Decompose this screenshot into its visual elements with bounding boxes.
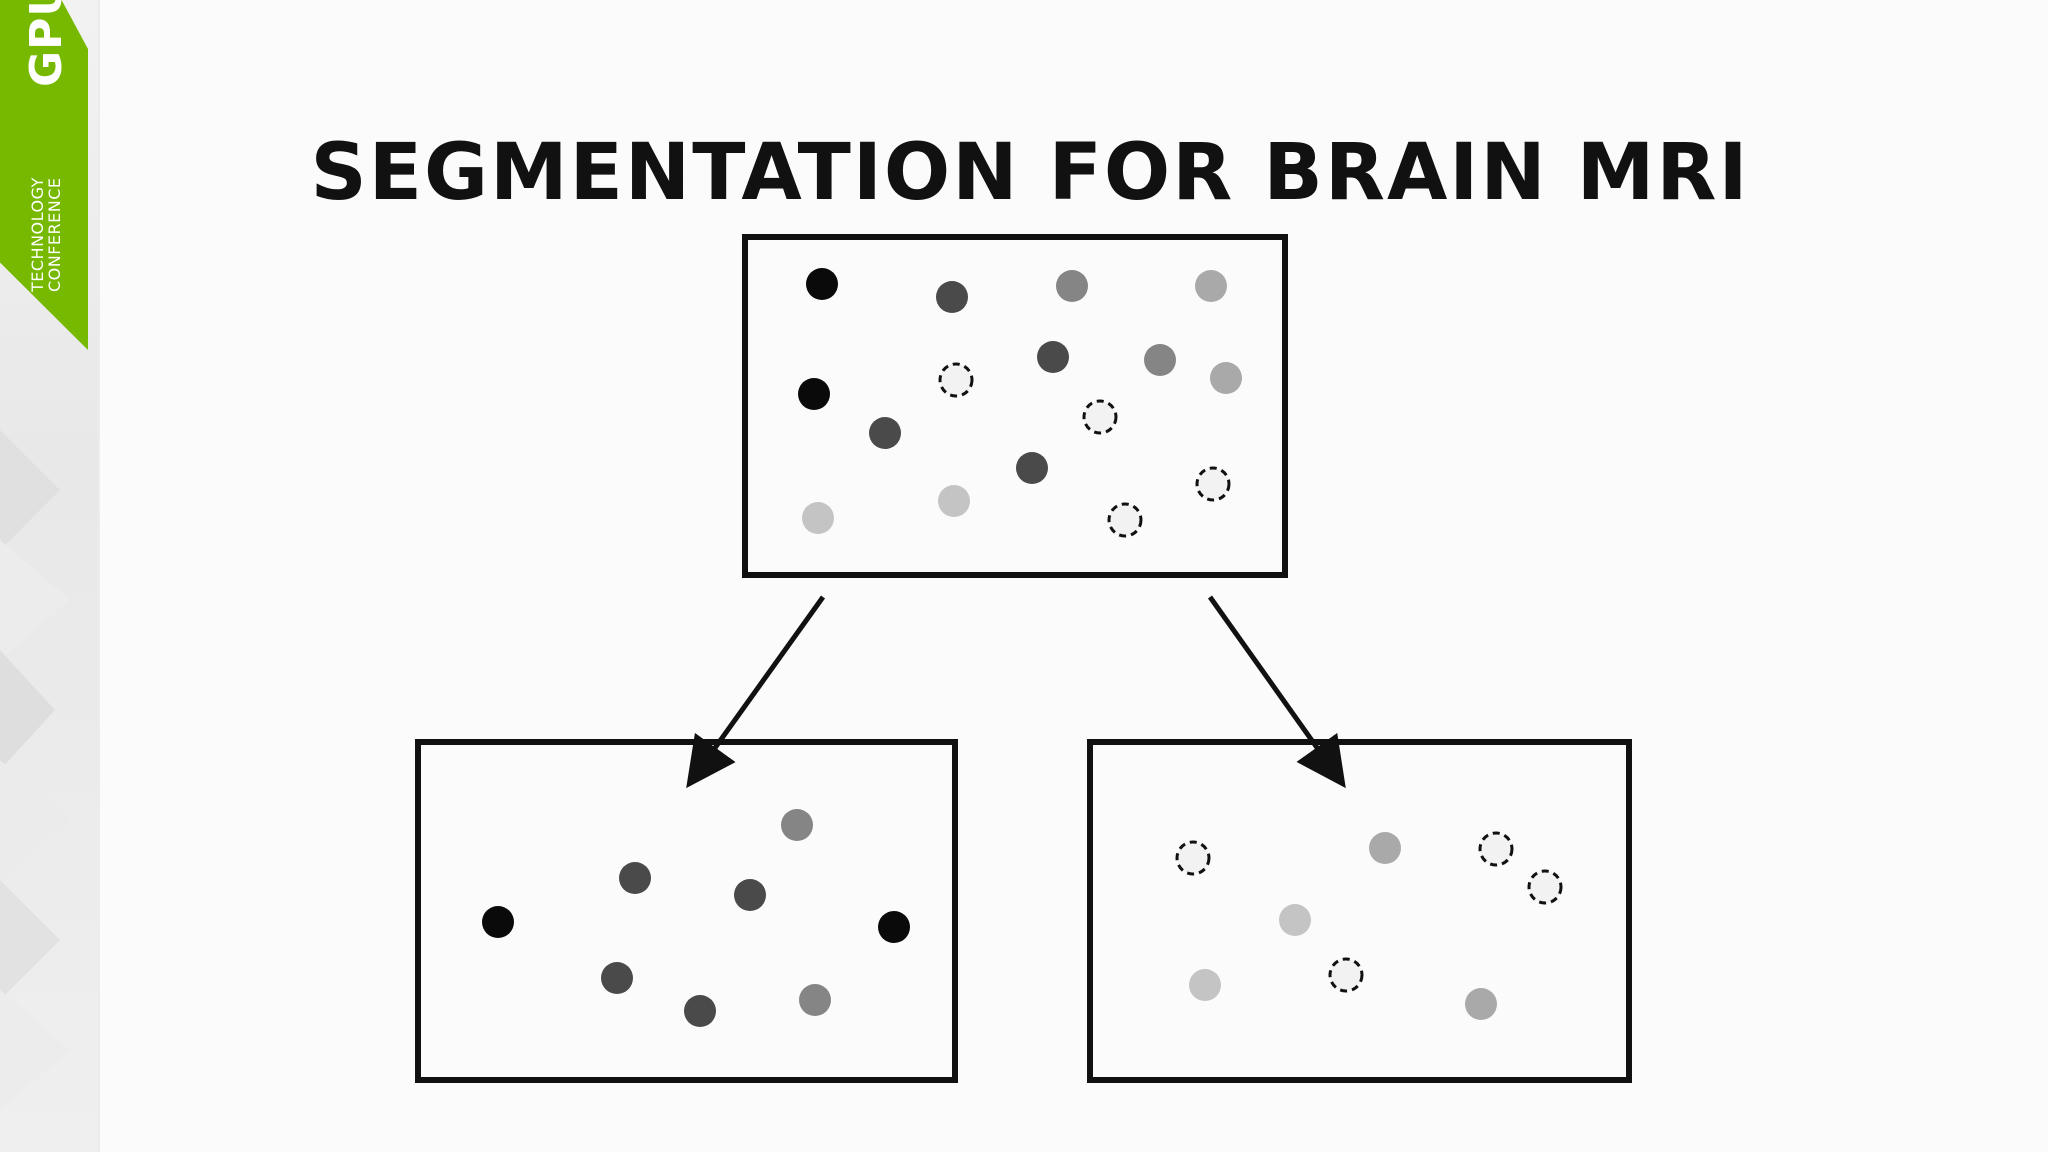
- dark-dot: [869, 417, 901, 449]
- pale-dot: [802, 502, 834, 534]
- decor-triangle: [0, 430, 60, 550]
- hollow-dot: [1107, 502, 1143, 538]
- pale-dot: [1279, 904, 1311, 936]
- light-dot: [1210, 362, 1242, 394]
- light-dot: [1465, 988, 1497, 1020]
- decor-triangle: [0, 650, 55, 770]
- hollow-dot: [1195, 466, 1231, 502]
- right-output-box: [1087, 739, 1632, 1083]
- arrow-to-left-box: [686, 595, 826, 789]
- hollow-dot: [938, 362, 974, 398]
- decor-triangle: [0, 760, 70, 880]
- mid-dot: [799, 984, 831, 1016]
- arrow-to-right-box: [1207, 595, 1346, 789]
- slide-title: SEGMENTATION FOR BRAIN MRI: [310, 128, 1750, 218]
- source-box: [742, 234, 1288, 578]
- dark-dot: [734, 879, 766, 911]
- dots-layer: [482, 268, 1563, 1027]
- dark-dot: [936, 281, 968, 313]
- dark-dot: [619, 862, 651, 894]
- decor-triangle: [0, 540, 70, 660]
- dark-dot: [684, 995, 716, 1027]
- black-dot: [798, 378, 830, 410]
- hollow-dot: [1175, 840, 1211, 876]
- light-dot: [1195, 270, 1227, 302]
- mid-dot: [1144, 344, 1176, 376]
- decor-triangle: [0, 990, 70, 1110]
- hollow-dot: [1527, 869, 1563, 905]
- hollow-dot: [1478, 831, 1514, 867]
- hollow-dot: [1082, 399, 1118, 435]
- pale-dot: [938, 485, 970, 517]
- hollow-dot: [1328, 957, 1364, 993]
- black-dot: [806, 268, 838, 300]
- dark-dot: [601, 962, 633, 994]
- mid-dot: [1056, 270, 1088, 302]
- black-dot: [878, 911, 910, 943]
- black-dot: [482, 906, 514, 938]
- dark-dot: [1037, 341, 1069, 373]
- dark-dot: [1016, 452, 1048, 484]
- mid-dot: [781, 809, 813, 841]
- pale-dot: [1189, 969, 1221, 1001]
- decor-triangle: [0, 880, 60, 1000]
- light-dot: [1369, 832, 1401, 864]
